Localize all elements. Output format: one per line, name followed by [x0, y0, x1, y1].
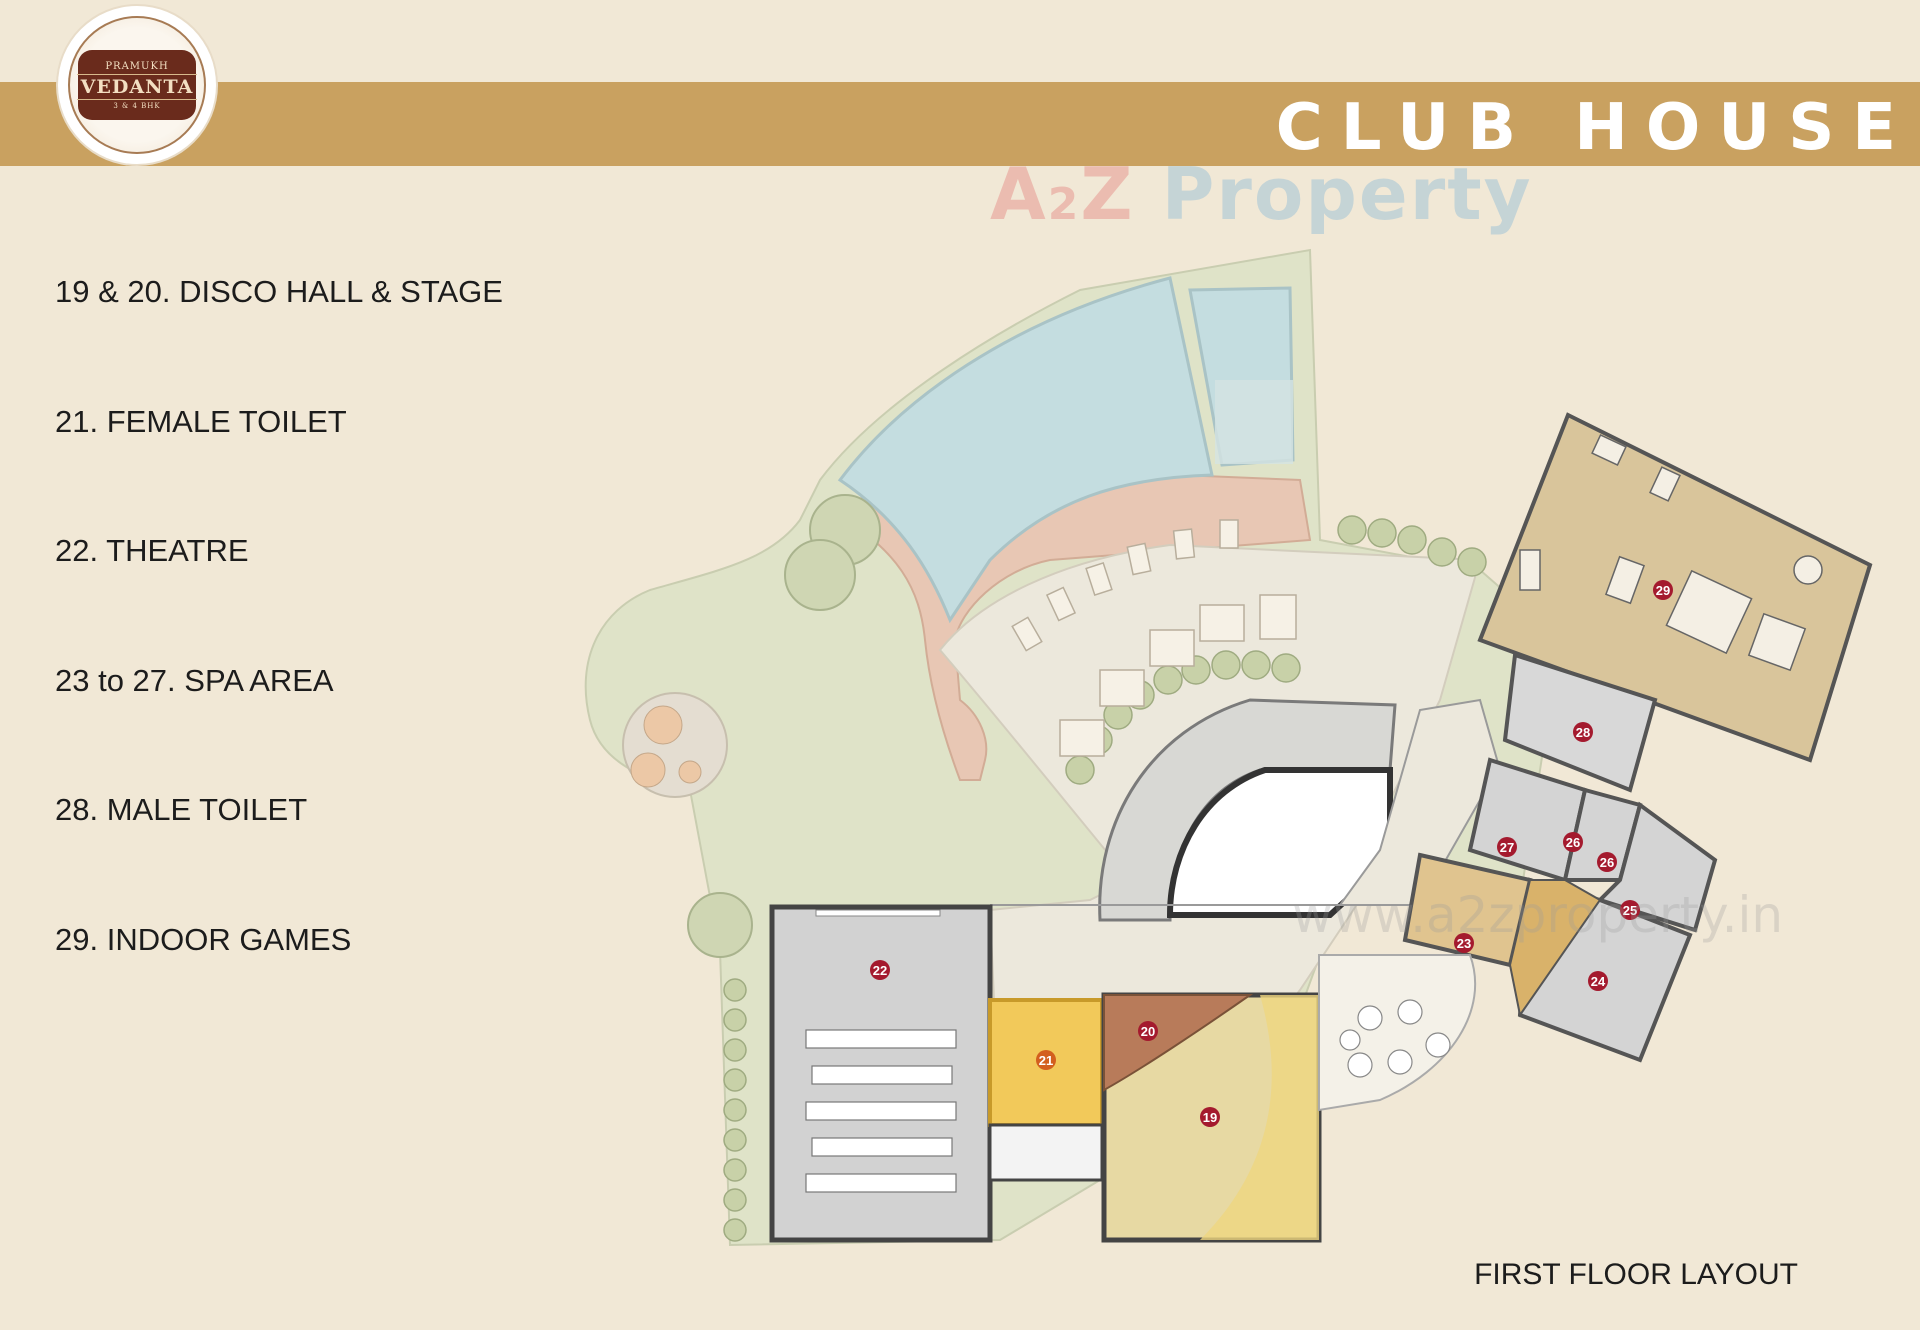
marker-26b: 26: [1597, 852, 1617, 872]
pool-step: [1215, 380, 1293, 464]
marker-24: 24: [1588, 971, 1608, 991]
svg-text:23: 23: [1457, 936, 1471, 951]
marker-22: 22: [870, 960, 890, 980]
logo-brand: VEDANTA: [76, 73, 198, 100]
marker-27: 27: [1497, 837, 1517, 857]
brand-watermark: A2Z Property: [990, 152, 1533, 236]
marker-20: 20: [1138, 1021, 1158, 1041]
svg-text:22: 22: [873, 963, 887, 978]
header-banner: [0, 82, 1920, 166]
corridor: [990, 698, 1502, 906]
legend-item-disco: 19 & 20. DISCO HALL & STAGE: [55, 274, 503, 309]
legend-item-male-toilet: 28. MALE TOILET: [55, 792, 308, 827]
marker-26a: 26: [1563, 832, 1583, 852]
svg-text:25: 25: [1623, 903, 1637, 918]
foosball-icon: [1604, 555, 1646, 605]
legend-item-female-toilet: 21. FEMALE TOILET: [55, 403, 347, 439]
svg-text:20: 20: [1141, 1024, 1155, 1039]
svg-text:19: 19: [1203, 1110, 1217, 1125]
marker-21: 21: [1036, 1050, 1056, 1070]
pool-table-icon: [1665, 569, 1753, 655]
legend-item-spa: 23 to 27. SPA AREA: [55, 662, 334, 698]
project-logo: PRAMUKH VEDANTA 3 & 4 BHK: [58, 6, 216, 164]
marker-25: 25: [1620, 900, 1640, 920]
svg-text:28: 28: [1576, 725, 1590, 740]
marker-28: 28: [1573, 722, 1593, 742]
svg-text:26: 26: [1566, 835, 1580, 850]
lounge-chairs: [1011, 519, 1297, 757]
logo-badge: PRAMUKH VEDANTA 3 & 4 BHK: [76, 50, 198, 120]
legend-item-indoor-games: 29. INDOOR GAMES: [55, 921, 352, 957]
layout-caption: FIRST FLOOR LAYOUT: [1474, 1258, 1798, 1291]
atrium-void: [1166, 767, 1393, 918]
marker-19: 19: [1200, 1107, 1220, 1127]
svg-text:24: 24: [1591, 974, 1606, 989]
room-legend: 19 & 20. DISCO HALL & STAGE 21. FEMALE T…: [55, 270, 503, 1047]
logo-line3: 3 & 4 BHK: [113, 101, 161, 110]
site-watermark: www.a2zproperty.in: [1292, 886, 1784, 944]
room-markers: 19 20 21 22 23 24 25 26 26 27 28 29: [870, 580, 1673, 1127]
svg-text:26: 26: [1600, 855, 1614, 870]
page-title: CLUB HOUSE: [1275, 91, 1914, 165]
room-spa-25: [1596, 801, 1718, 933]
svg-text:29: 29: [1656, 583, 1670, 598]
logo-line1: PRAMUKH: [105, 60, 169, 72]
svg-text:21: 21: [1039, 1053, 1053, 1068]
spa-corridor: [1508, 879, 1602, 1018]
table-tennis-icon: [1747, 612, 1807, 672]
svg-text:27: 27: [1500, 840, 1514, 855]
lounge-seating: [1339, 999, 1451, 1078]
marker-23: 23: [1454, 933, 1474, 953]
marker-29: 29: [1653, 580, 1673, 600]
swimming-pool: [837, 276, 1214, 624]
table-icon: [1793, 555, 1823, 585]
legend-item-theatre: 22. THEATRE: [55, 533, 249, 568]
disco-stage: [1103, 994, 1254, 1092]
theatre-seating: [805, 1029, 957, 1193]
counter-icon: [1519, 549, 1541, 591]
lounge-18: [1318, 954, 1477, 1112]
